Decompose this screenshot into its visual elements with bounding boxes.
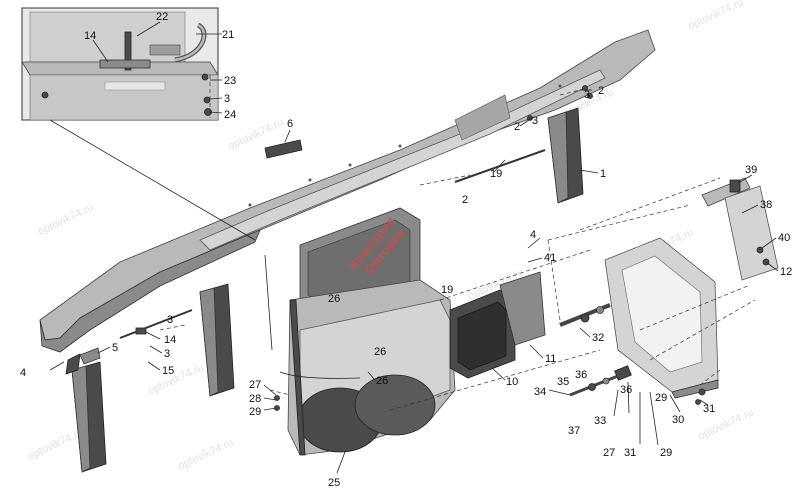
- callout-29: 29: [660, 447, 672, 459]
- support-post-left: [71, 361, 107, 473]
- callout-2: 2: [598, 85, 604, 97]
- rod-part-19-lower: [119, 309, 193, 339]
- callout-3: 3: [584, 89, 590, 101]
- watermark-text: optovik74.ru: [36, 202, 95, 238]
- support-post-mid: [199, 283, 235, 397]
- support-post-right: [547, 107, 584, 204]
- callout-labels: 22 14 21 23 3 24 3 2 6 2 3 1 19 2 39 38 …: [20, 11, 792, 489]
- callout-30: 30: [672, 414, 684, 426]
- callout-3: 3: [224, 93, 230, 105]
- callout-32: 32: [592, 332, 604, 344]
- callout-1: 1: [600, 168, 606, 180]
- callout-39: 39: [745, 164, 757, 176]
- frame-part-30: [604, 237, 719, 399]
- callout-31: 31: [624, 447, 636, 459]
- callout-15: 15: [162, 365, 174, 377]
- callout-3: 3: [164, 348, 170, 360]
- bumper-beam: [39, 29, 656, 353]
- watermark-text: optovik74.ru: [176, 437, 235, 473]
- callout-5: 5: [112, 342, 118, 354]
- callout-33: 33: [594, 415, 606, 427]
- callout-36: 36: [575, 369, 587, 381]
- callout-23: 23: [224, 75, 236, 87]
- callout-26: 26: [328, 293, 340, 305]
- callout-22: 22: [156, 11, 168, 23]
- callout-12: 12: [780, 266, 792, 278]
- fastener-stack: [559, 303, 632, 397]
- small-parts: [65, 73, 770, 411]
- callout-14: 14: [84, 30, 96, 42]
- bracket-part-38: [701, 177, 779, 281]
- callout-2: 2: [462, 194, 468, 206]
- watermark-text: optovik74.ru: [26, 427, 85, 463]
- callout-3: 3: [532, 115, 538, 127]
- callout-26: 26: [374, 346, 386, 358]
- callout-29: 29: [655, 392, 667, 404]
- callout-36: 36: [620, 384, 632, 396]
- callout-11: 11: [545, 353, 556, 365]
- callout-31: 31: [703, 403, 715, 415]
- callout-3: 3: [167, 314, 173, 326]
- leader-lines: [49, 21, 779, 474]
- callout-40: 40: [778, 232, 790, 244]
- callout-35: 35: [557, 376, 569, 388]
- callout-10: 10: [506, 376, 518, 388]
- callout-28: 28: [249, 393, 261, 405]
- housing-assembly: [279, 207, 456, 456]
- watermark-text: optovik74.ru: [686, 0, 745, 33]
- callout-4: 4: [530, 229, 536, 241]
- motor-unit: [449, 271, 546, 379]
- callout-14: 14: [164, 334, 176, 346]
- callout-6: 6: [287, 118, 293, 130]
- callout-34: 34: [534, 386, 546, 398]
- plate-part-6: [264, 139, 303, 159]
- assembly-guide-lines: [49, 75, 756, 411]
- callout-26: 26: [376, 375, 388, 387]
- callout-25: 25: [328, 477, 340, 489]
- callout-19: 19: [490, 168, 502, 180]
- callout-41: 41: [544, 252, 556, 264]
- callout-4: 4: [20, 367, 26, 379]
- callout-29: 29: [249, 406, 261, 418]
- callout-37: 37: [568, 425, 580, 437]
- detail-inset: [21, 7, 219, 121]
- callout-19: 19: [441, 284, 453, 296]
- callout-24: 24: [224, 109, 236, 121]
- callout-27: 27: [603, 447, 615, 459]
- callout-27: 27: [249, 379, 261, 391]
- callout-21: 21: [222, 29, 234, 41]
- callout-38: 38: [760, 199, 772, 211]
- callout-2: 2: [514, 121, 520, 133]
